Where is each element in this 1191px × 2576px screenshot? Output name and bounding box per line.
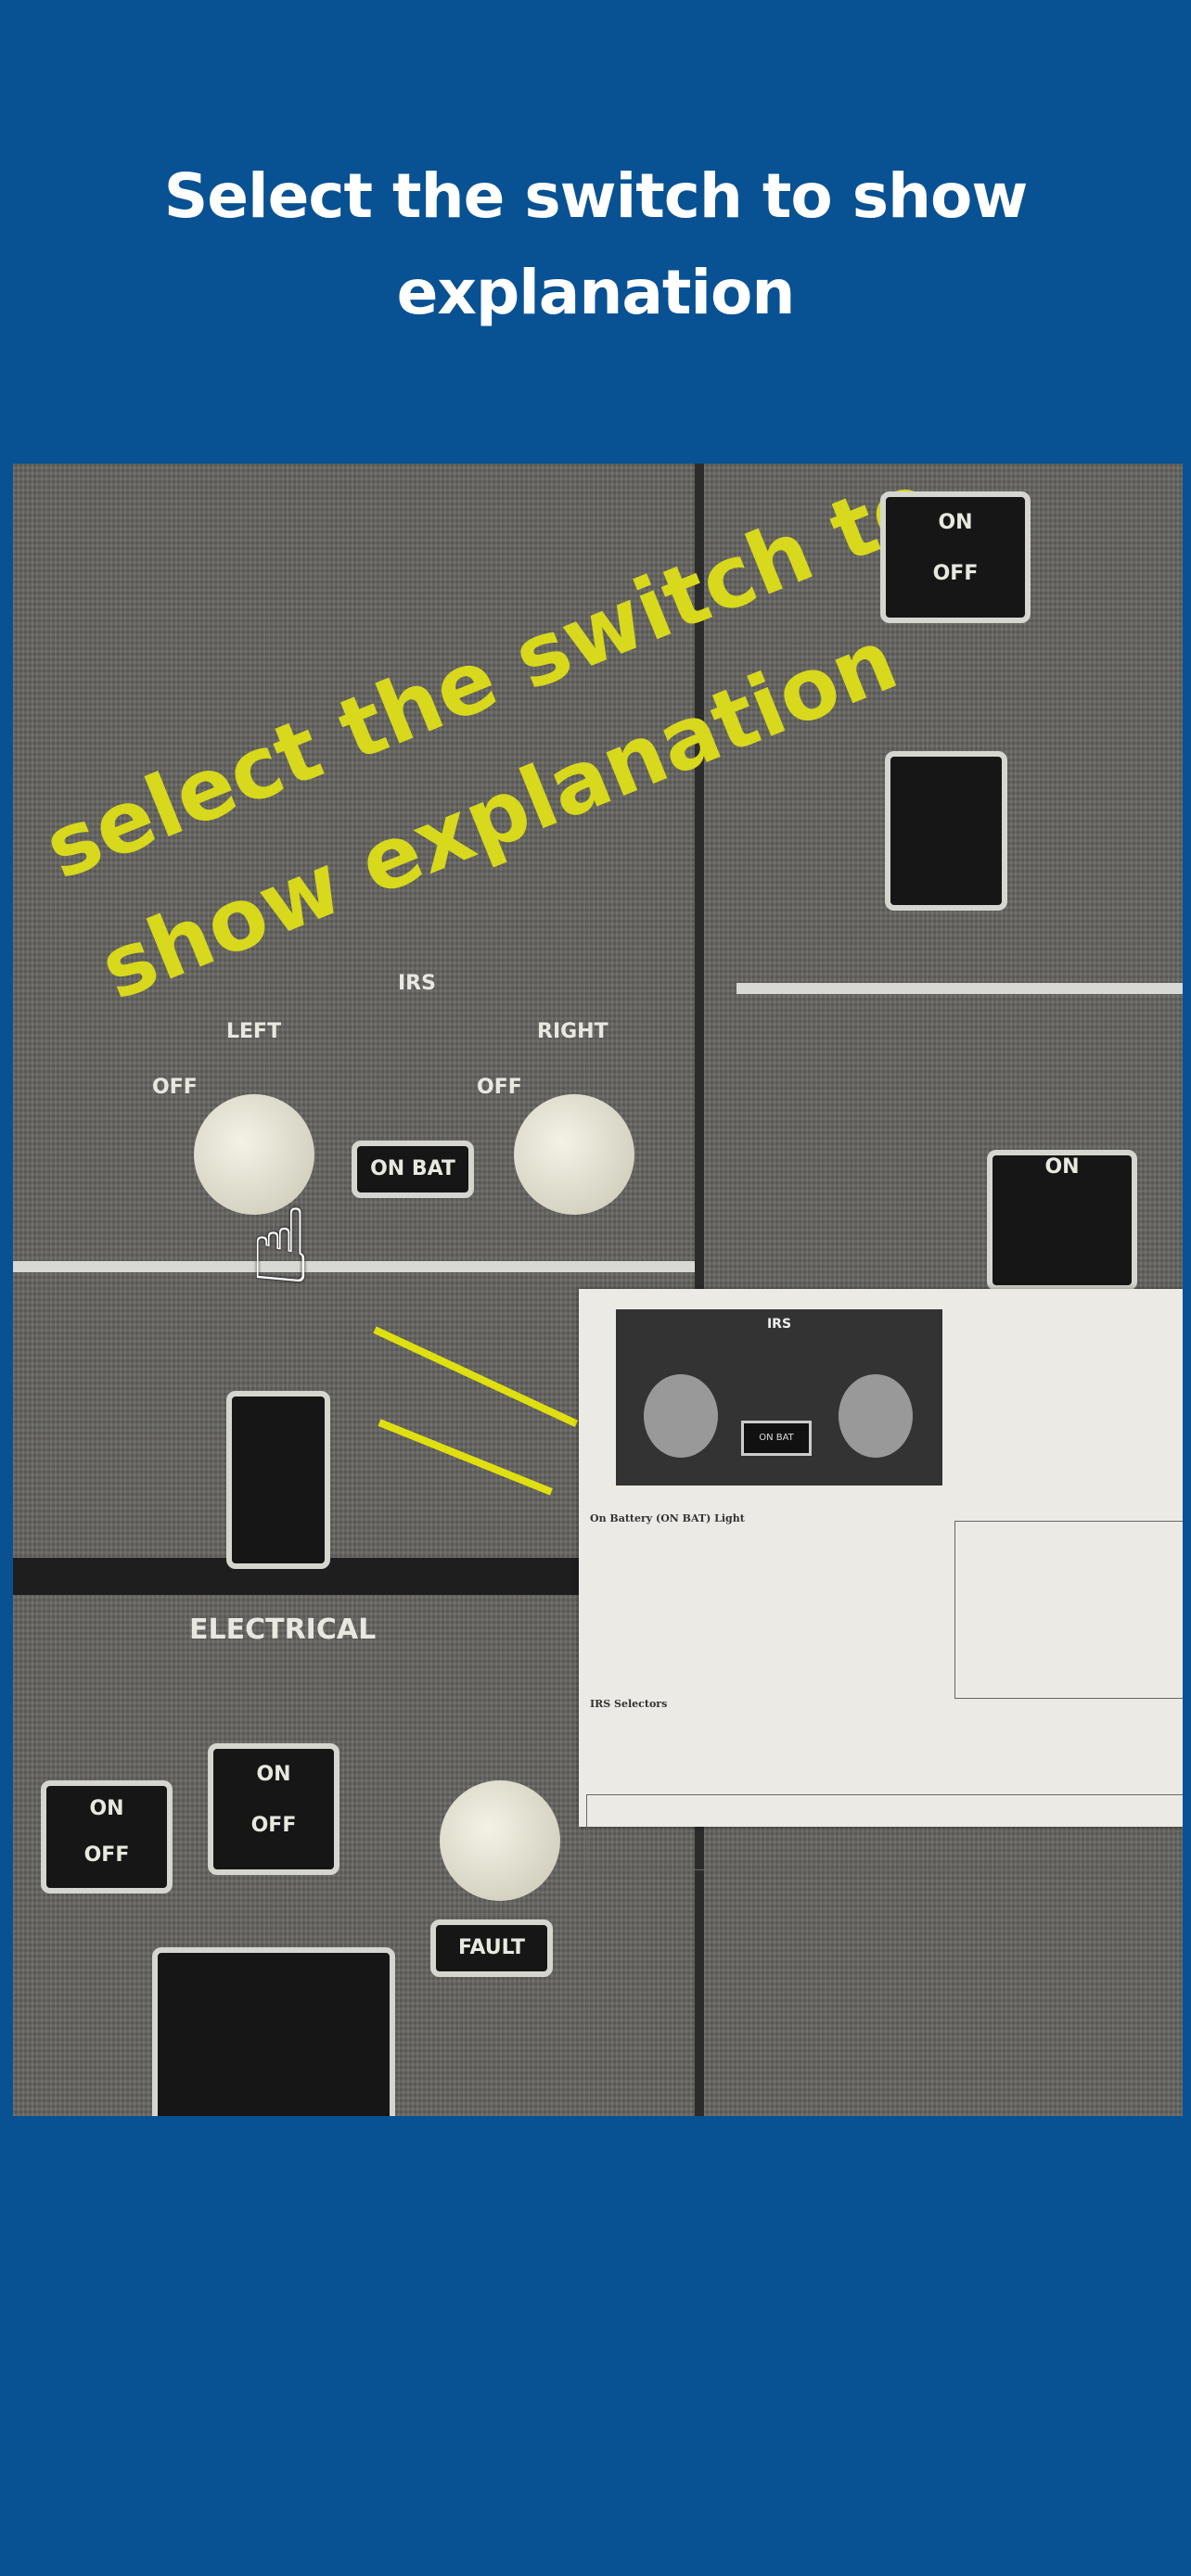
panel-divider [13,1261,695,1272]
page-title: Select the switch to show explanation [163,160,1029,328]
arrow-annotation [373,1326,579,1428]
switch-on-off[interactable]: ON OFF [41,1780,173,1894]
switch-on-off[interactable]: ON OFF [880,491,1031,623]
on-bat-light: ON BAT [741,1421,812,1456]
cockpit-panel-photo[interactable]: select the switch to show explanation IR… [13,464,1183,2116]
toggle-switch[interactable] [226,1391,330,1569]
toggle-switch[interactable] [885,751,1007,911]
on-bat-light[interactable]: ON BAT [352,1141,474,1198]
note-box [586,1794,1183,1870]
irs-panel-diagram: IRS ON BAT [616,1309,942,1486]
on-label: ON [938,511,973,534]
on-label: ON [256,1763,291,1786]
panel-divider [736,983,1183,994]
off-label: OFF [932,562,979,585]
off-label: OFF [83,1843,130,1867]
off-label: OFF [250,1814,297,1837]
right-label: RIGHT [537,1020,608,1043]
irs-right-selector-switch[interactable] [514,1094,634,1215]
electrical-label: ELECTRICAL [189,1613,377,1646]
irs-left-selector-switch[interactable] [194,1094,314,1215]
on-label: ON [89,1797,124,1820]
apu-selector-switch[interactable] [440,1780,560,1901]
arrow-annotation [378,1419,553,1496]
explanation-heading: On Battery (ON BAT) Light [590,1512,745,1524]
off-label: OFF [477,1076,522,1099]
fault-light: FAULT [430,1919,553,1977]
hand-pointer-icon: ☝ [250,1187,312,1306]
selectors-heading: IRS Selectors [590,1698,668,1710]
right-knob [839,1374,913,1458]
on-label: ON [1044,1155,1080,1179]
irs-label: IRS [398,972,436,995]
left-knob [644,1374,718,1458]
irs-panel-title: IRS [766,1317,792,1332]
note-box [954,1521,1183,1699]
off-label: OFF [152,1076,198,1099]
switch-group[interactable] [152,1947,395,2116]
explanation-card: IRS ON BAT On Battery (ON BAT) Light IRS… [579,1289,1183,1870]
left-label: LEFT [226,1020,282,1043]
battery-switch[interactable]: ON OFF [208,1743,339,1875]
switch-on[interactable]: ON [987,1150,1137,1291]
